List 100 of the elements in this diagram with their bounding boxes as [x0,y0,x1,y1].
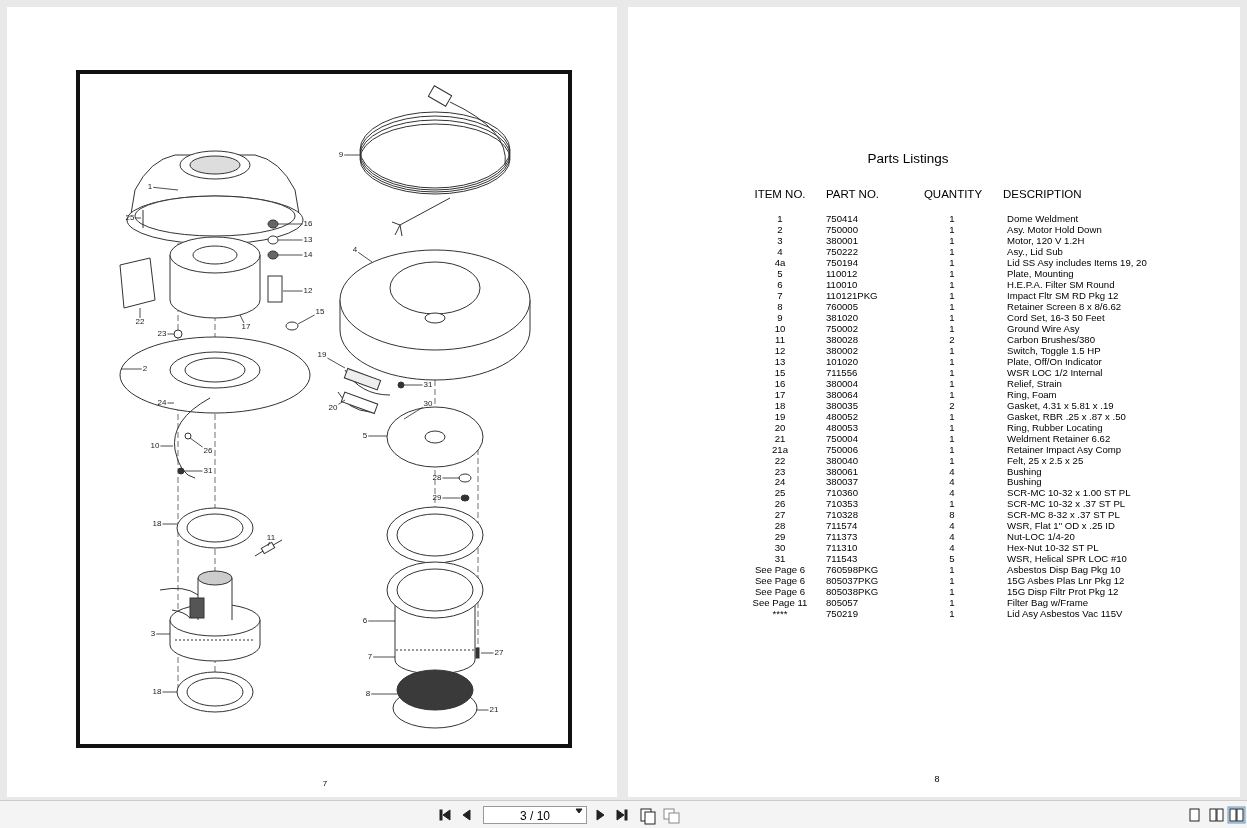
part-number: 380004 [826,378,858,389]
leader-line [160,445,174,447]
item-number: 9 [777,312,783,323]
part-number: 711543 [826,554,858,564]
callout-number: 10 [149,442,161,450]
part-number: 380040 [826,455,858,466]
leader-line [357,251,373,263]
part-number: 380028 [826,334,858,345]
quantity: 1 [949,367,955,378]
leader-line [403,384,423,386]
part-number: 750006 [826,444,858,455]
quantity: 2 [949,334,955,345]
quantity: 4 [949,521,955,531]
description: Carbon Brushes/380 [1007,334,1095,345]
callout-number: 26 [202,447,214,455]
quantity: 4 [949,466,955,477]
callout-number: 31 [422,381,434,389]
description: Asbestos Disp Bag Pkg 10 [1007,565,1121,575]
part-number: 110010 [826,280,858,290]
page-number: 8 [934,774,940,784]
item-number: See Page 6 [754,576,806,586]
leader-line [162,523,178,525]
item-number: 5 [777,269,783,279]
page-title: Parts Listings [867,152,949,166]
quantity: 1 [949,444,955,455]
callout-number: 21 [488,706,500,714]
item-number: 20 [774,422,786,433]
page-number-field: 3 / 10 [483,806,587,824]
description: WSR, Flat 1" OD x .25 ID [1007,521,1115,531]
leader-line [442,497,461,499]
part-number: 710353 [826,499,858,509]
description: Filter Bag w/Frame [1007,598,1089,608]
item-number: 22 [774,455,786,466]
part-number: 380037 [826,477,858,488]
part-number: 711556 [826,367,858,378]
leader-line [297,314,315,325]
callout-number: 24 [156,399,168,407]
callout-number: 5 [361,432,369,440]
leader-line [480,652,494,654]
callout-number: 11 [265,534,277,542]
item-number: 8 [777,301,783,312]
item-number: 31 [774,554,786,564]
item-number: 10 [774,323,786,334]
item-number: 4a [774,258,786,268]
description: H.E.P.A. Filter SM Round [1007,280,1115,290]
description: Retainer Screen 8 x 8/6.62 [1007,301,1122,312]
item-number: 15 [774,367,786,378]
part-number: 380035 [826,400,858,411]
part-number: 805037PKG [826,576,879,586]
item-number: 2 [777,225,783,235]
quantity: 1 [949,214,955,224]
part-number: 710360 [826,488,858,499]
part-number: 101020 [826,356,858,367]
column-header: DESCRIPTION [1003,189,1082,201]
item-number: 1 [777,214,783,224]
quantity: 1 [949,280,955,290]
leader-line [162,691,178,693]
quantity: 1 [949,258,955,268]
leader-line [267,541,270,547]
description: Ring, Rubber Locating [1007,422,1103,433]
item-number: 26 [774,499,786,509]
item-number: 13 [774,356,786,367]
leader-line [476,709,489,711]
callout-number: 25 [124,214,136,222]
part-number: 760005 [826,301,858,312]
item-number: 11 [775,334,785,345]
quantity: 2 [949,400,955,411]
item-number: 27 [774,510,786,520]
quantity: 1 [949,565,955,575]
item-number: 16 [774,378,786,389]
leader-line [343,154,361,156]
callout-number: 2 [141,365,149,373]
leader-line [277,223,303,225]
leader-line [139,307,141,319]
page-number: 7 [322,780,328,788]
quantity: 1 [949,422,955,433]
part-number: 805057 [826,598,858,608]
leader-line [189,437,203,448]
quantity: 1 [949,356,955,367]
quantity: 1 [949,269,955,279]
column-header: PART NO. [826,189,880,201]
callout-number: 27 [493,649,505,657]
description: SCR-MC 8-32 x .37 ST PL [1007,510,1120,520]
description: Switch, Toggle 1.5 HP [1007,345,1101,356]
quantity: 1 [949,225,955,235]
description: SCR-MC 10-32 x .37 ST PL [1007,499,1126,509]
quantity: 4 [949,543,955,553]
part-number: 750414 [826,214,858,224]
description: Lid SS Asy includes Items 19, 20 [1007,258,1147,268]
callout-number: 17 [240,323,252,331]
callout-number: 6 [361,617,369,625]
item-number: 21a [772,444,788,455]
quantity: 1 [949,455,955,466]
part-number: 750194 [826,258,858,268]
part-number: 380001 [826,236,858,246]
description: WSR, Helical SPR LOC #10 [1007,554,1127,564]
item-number: 23 [774,466,786,477]
description: Felt, 25 x 2.5 x 25 [1007,455,1084,466]
description: Plate, Off/On Indicator [1007,356,1102,367]
leader-line [152,186,179,191]
